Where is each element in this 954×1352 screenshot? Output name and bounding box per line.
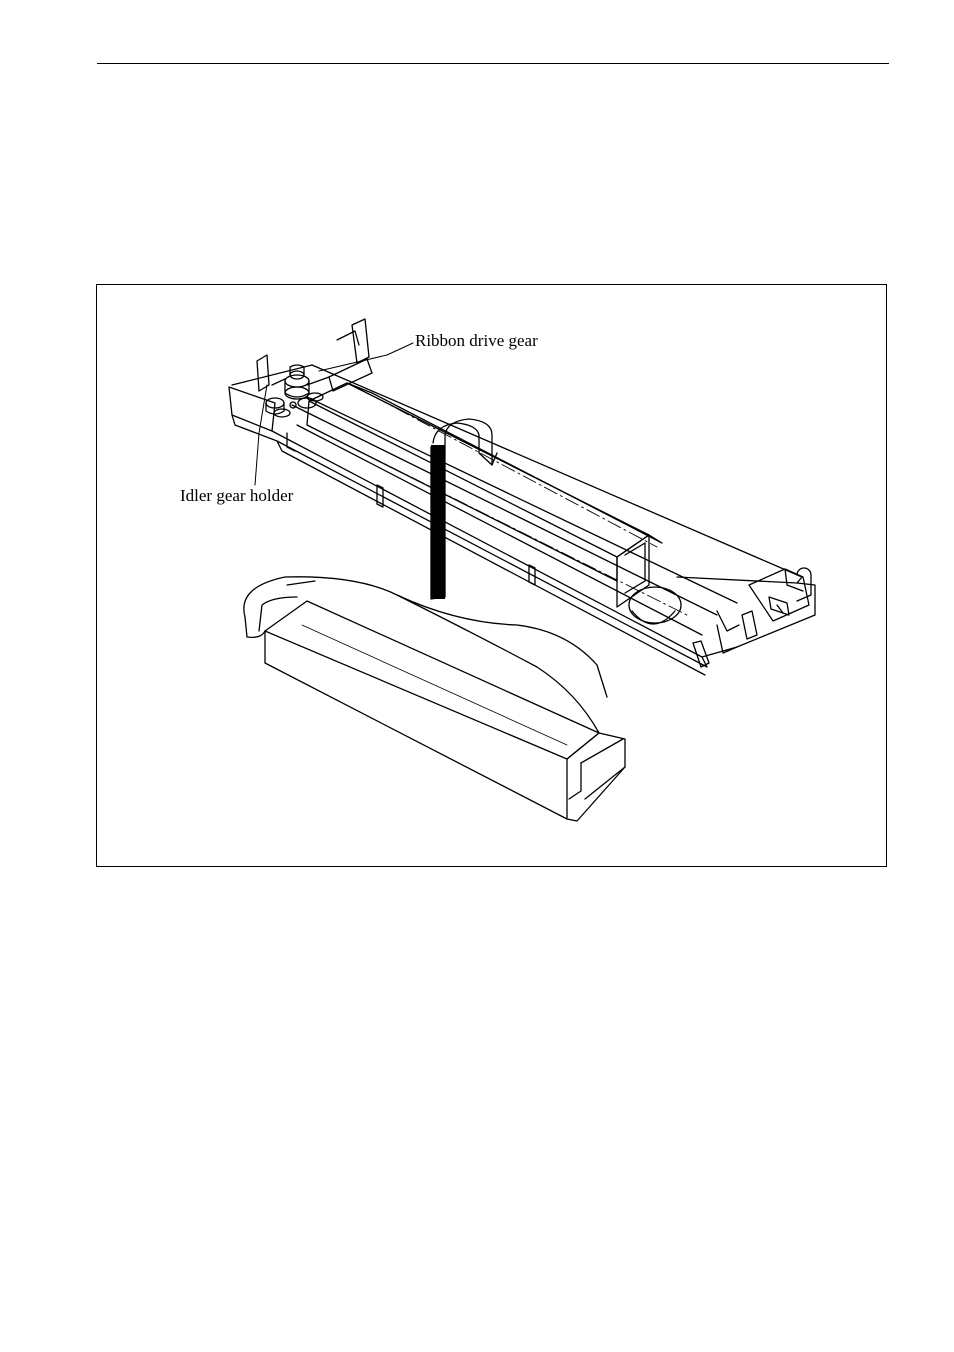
ribbon-cartridge-illustration: [97, 285, 888, 868]
header-rule: [97, 63, 889, 64]
figure-frame: Ribbon drive gear Idler gear holder: [96, 284, 887, 867]
printer-carriage-frame: [229, 319, 815, 675]
ribbon-cartridge: [244, 577, 625, 821]
idler-gear-holder-label: Idler gear holder: [180, 487, 293, 504]
ribbon-drive-gear-label: Ribbon drive gear: [415, 332, 538, 349]
